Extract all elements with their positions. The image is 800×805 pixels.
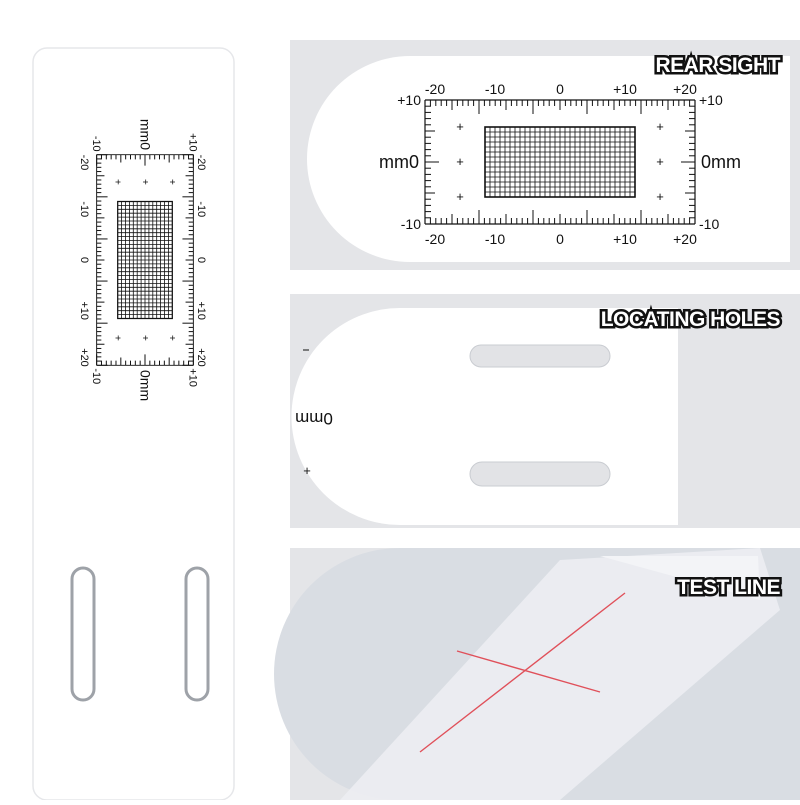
plus-mark: +: [166, 179, 177, 185]
plus-mark: +: [303, 463, 311, 478]
locating-hole-bottom: [469, 461, 611, 487]
scale-label-top: 0: [195, 257, 207, 263]
scale-label-top: -10: [195, 201, 207, 217]
scale-label-top: +10: [613, 81, 637, 97]
test-line-title: TEST LINE: [677, 576, 780, 599]
mirrored-unit-label: 0mm: [295, 409, 333, 428]
rear-sight-title: REAR SIGHT: [655, 54, 780, 77]
card-reticle: ++++++-20-100+10+20-20-100+10+20+10-10+1…: [78, 119, 207, 401]
scale-label-side: -10: [90, 368, 102, 384]
scale-label-bottom: +20: [78, 348, 90, 367]
locating-holes-title: LOCATING HOLES: [601, 308, 781, 331]
plus-mark: +: [456, 154, 464, 169]
scale-label-bottom: -20: [78, 155, 90, 171]
plus-mark: +: [656, 189, 664, 204]
scale-label-side: +10: [186, 368, 198, 387]
scale-label-top: 0: [556, 81, 564, 97]
unit-label-right: 0mm: [137, 370, 153, 401]
plus-mark: +: [112, 179, 123, 185]
plus-mark: +: [166, 335, 177, 341]
scale-label-bottom: +10: [613, 231, 637, 247]
scale-label-side: +10: [186, 133, 198, 152]
plus-mark: +: [139, 179, 150, 185]
scale-label-top: +10: [195, 301, 207, 320]
scale-label-bottom: -20: [425, 231, 445, 247]
scale-label-side: -10: [401, 216, 421, 232]
scale-label-bottom: -10: [78, 201, 90, 217]
scale-label-bottom: -10: [485, 231, 505, 247]
plus-mark: +: [112, 335, 123, 341]
plus-mark: +: [456, 189, 464, 204]
unit-label-right: 0mm: [701, 152, 741, 172]
scale-label-side: +10: [397, 92, 421, 108]
scale-label-bottom: 0: [78, 257, 90, 263]
scale-label-top: +20: [195, 348, 207, 367]
test-line-cross: [456, 650, 601, 693]
scale-label-top: -20: [425, 81, 445, 97]
transparent-sheet: [340, 548, 780, 800]
sheet-highlight: [600, 556, 760, 600]
scale-label-top: +20: [673, 81, 697, 97]
plus-mark: +: [656, 119, 664, 134]
scale-label-bottom: +10: [78, 301, 90, 320]
scale-label-bottom: +20: [673, 231, 697, 247]
test-line-diagonal: [419, 592, 626, 753]
plus-mark: +: [139, 335, 150, 341]
unit-label-left: mm0: [137, 119, 153, 150]
plus-mark: +: [456, 119, 464, 134]
plus-mark: +: [656, 154, 664, 169]
scale-label-side: -10: [699, 216, 719, 232]
unit-label-left: mm0: [379, 152, 419, 172]
slot-hole-left: [70, 566, 96, 702]
scale-label-top: -20: [195, 155, 207, 171]
scale-label-bottom: 0: [556, 231, 564, 247]
scale-label-top: -10: [485, 81, 505, 97]
scale-label-side: +10: [699, 92, 723, 108]
scale-label-side: -10: [90, 136, 102, 152]
slot-hole-right: [184, 566, 210, 702]
locating-hole-top: [469, 344, 611, 368]
